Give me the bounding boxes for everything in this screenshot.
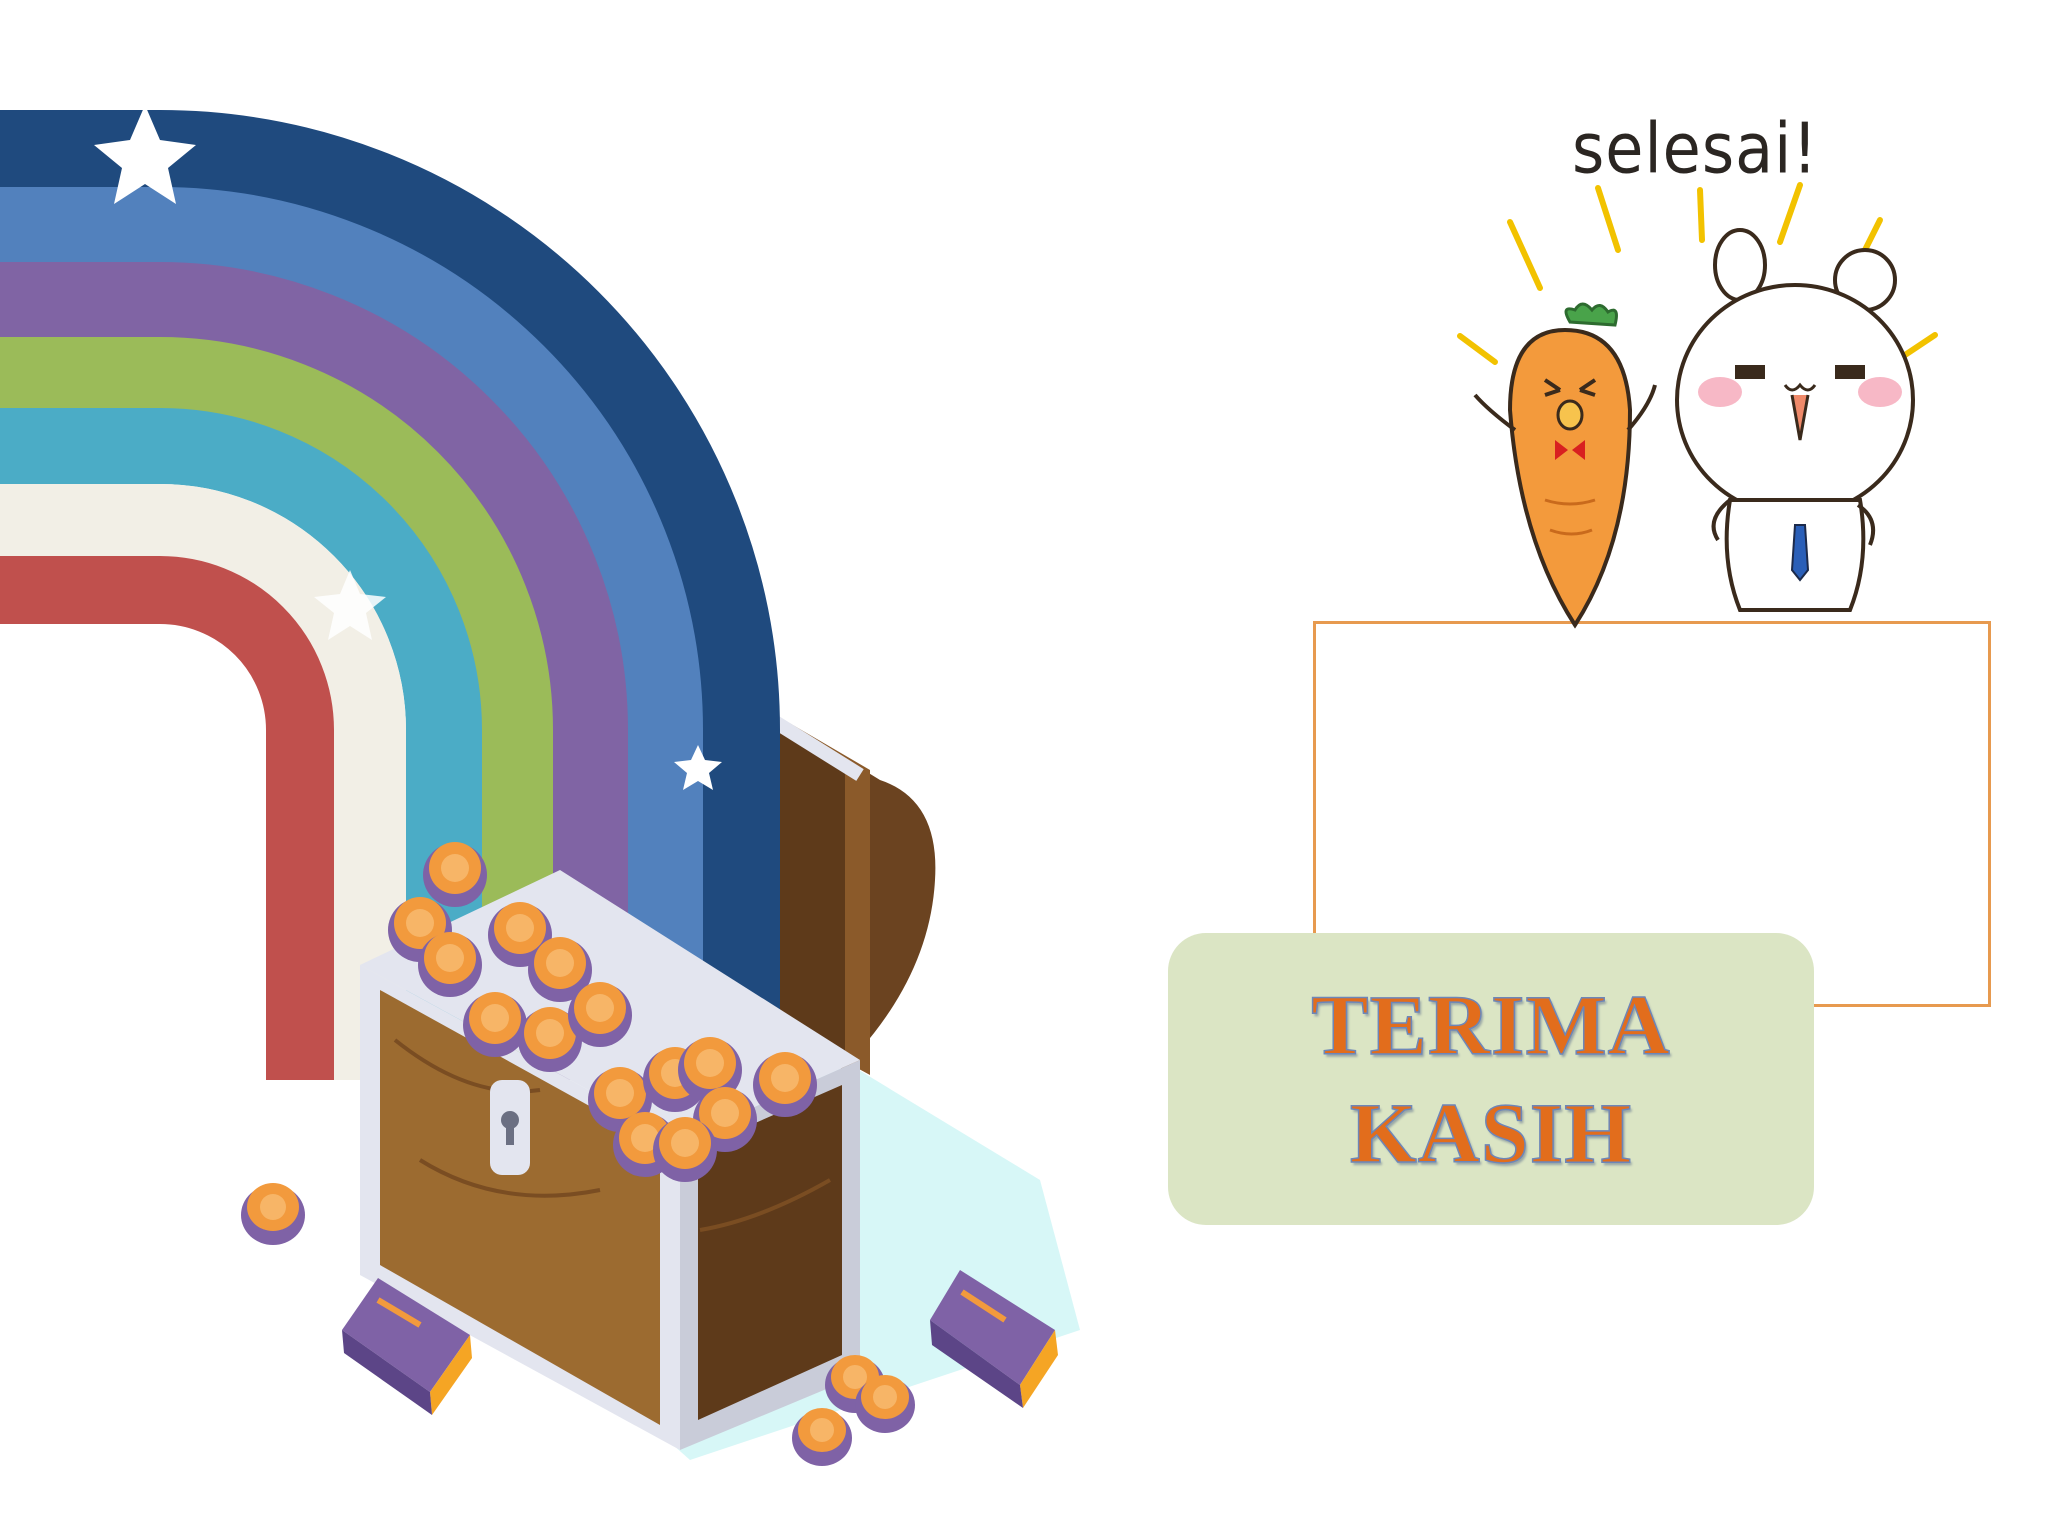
star-icon <box>94 105 196 204</box>
coin-icon <box>678 1037 742 1102</box>
thank-you-line-1: TERIMA <box>1310 976 1671 1074</box>
coin-icon <box>653 1117 717 1182</box>
star-icon <box>314 570 386 640</box>
coin-icon <box>855 1375 915 1433</box>
coin-icon <box>528 937 592 1002</box>
thank-you-card: TERIMA KASIH <box>1168 933 1814 1225</box>
gold-bar-icon <box>930 1270 1058 1408</box>
carrot-character <box>1473 302 1657 629</box>
coin-icon <box>792 1408 852 1466</box>
excitement-lines <box>1457 182 1938 365</box>
sticker-caption: selesai! <box>1572 107 1819 190</box>
coin-icon <box>241 1183 305 1245</box>
coin-icon <box>568 982 632 1047</box>
coin-icon <box>753 1052 817 1117</box>
coin-icon <box>518 1007 582 1072</box>
bunny-character <box>1675 228 1915 612</box>
rainbow-graphic <box>0 110 780 1080</box>
coin-icon <box>418 932 482 997</box>
coin-icon <box>463 992 527 1057</box>
thank-you-line-2: KASIH <box>1349 1084 1633 1182</box>
coin-pile <box>388 842 817 1182</box>
star-icon <box>674 745 722 790</box>
coin-icon <box>423 842 487 907</box>
gold-bar-icon <box>342 1278 472 1415</box>
